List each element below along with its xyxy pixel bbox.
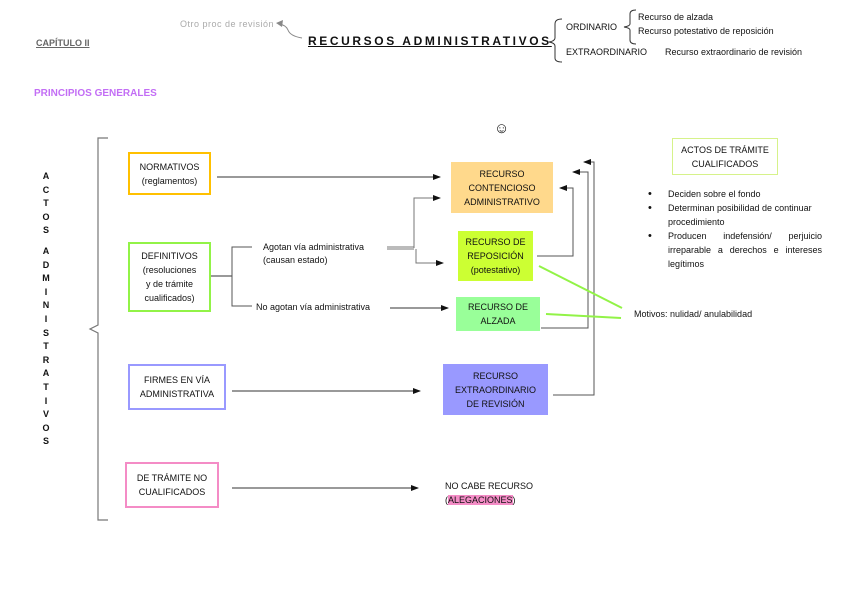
ordinario-item: Recurso potestativo de reposición xyxy=(638,26,774,36)
box-line: ADMINISTRATIVO xyxy=(464,196,540,207)
box-line: RECURSO xyxy=(479,168,525,179)
box-line: RECURSO DE xyxy=(467,302,528,312)
section-heading: PRINCIPIOS GENERALES xyxy=(34,88,157,99)
vertical-letter xyxy=(40,238,52,245)
box-line: CUALIFICADOS xyxy=(138,487,206,497)
vertical-letter: T xyxy=(43,341,49,352)
branch-line: (causan estado) xyxy=(263,255,328,265)
vertical-letter: V xyxy=(42,409,49,420)
box-line: y de trámite xyxy=(145,279,193,289)
vertical-letter: M xyxy=(42,273,50,284)
extraordinario-label: EXTRAORDINARIO xyxy=(566,47,648,57)
box-line: ACTOS DE TRÁMITE xyxy=(681,144,769,155)
vertical-letter: I xyxy=(44,395,48,406)
box-definitivos: DEFINITIVOS (resoluciones y de trámite cual… xyxy=(128,242,211,312)
box-normativos: NORMATIVOS (reglamentos) xyxy=(128,152,211,195)
vertical-letter: O xyxy=(42,422,50,433)
box-line: DEFINITIVOS xyxy=(141,251,198,261)
box-line: (resoluciones xyxy=(142,265,197,275)
no-cabe-line: NO CABE RECURSO xyxy=(445,481,534,491)
box-line: (reglamentos) xyxy=(141,175,198,186)
vertical-letter: A xyxy=(42,368,50,379)
extraordinario-item: Recurso extraordinario de revisión xyxy=(665,47,803,57)
paren: ( xyxy=(445,495,448,505)
no-cabe-recurso: NO CABE RECURSO (ALEGACIONES) xyxy=(445,479,533,507)
box-line: ADMINISTRATIVA xyxy=(139,389,215,399)
otro-proc-arrow xyxy=(278,23,303,39)
vertical-letter: C xyxy=(42,184,50,195)
box-line: DE TRÁMITE NO xyxy=(136,473,208,483)
vertical-letter: S xyxy=(42,225,49,236)
ordinario-label: ORDINARIO xyxy=(566,22,618,32)
vertical-letter: N xyxy=(42,300,50,311)
vertical-letter: I xyxy=(44,313,48,324)
vertical-letter: A xyxy=(42,245,50,256)
vertical-letter: T xyxy=(43,198,49,209)
box-line: CUALIFICADOS xyxy=(691,158,759,169)
otro-proc-note: Otro proc de revisión xyxy=(180,19,275,29)
ordinario-brace xyxy=(623,9,637,45)
vertical-letter: S xyxy=(42,327,49,338)
box-recurso-reposicion: RECURSO DE REPOSICIÓN (potestativo) xyxy=(458,231,533,281)
box-line: NORMATIVOS xyxy=(139,161,200,172)
vertical-letter: D xyxy=(42,259,50,270)
vertical-letter: O xyxy=(42,211,50,222)
paren: ) xyxy=(512,495,516,505)
vertical-letter: I xyxy=(44,286,48,297)
bullet-item: Deciden sobre el fondo xyxy=(646,187,822,201)
bullet-item: Producen indefensión/ perjuicio irrepara… xyxy=(646,229,822,271)
actos-brace xyxy=(88,137,108,521)
box-line: (potestativo) xyxy=(470,265,521,275)
cualificados-bullet-list: Deciden sobre el fondo Determinan posibi… xyxy=(646,187,822,271)
box-line: DE REVISIÓN xyxy=(466,398,525,409)
box-line: cualificados) xyxy=(144,293,195,303)
box-line: FIRMES EN VÍA xyxy=(143,375,210,385)
box-recurso-alzada: RECURSO DE ALZADA xyxy=(456,297,540,331)
box-tramite-no-cualificados: DE TRÁMITE NO CUALIFICADOS xyxy=(125,462,219,508)
branch-line: Agotan vía administrativa xyxy=(263,242,365,252)
box-recurso-contencioso: RECURSO CONTENCIOSO ADMINISTRATIVO xyxy=(451,162,553,213)
vertical-letter: A xyxy=(42,171,50,181)
page-title: RECURSOS ADMINISTRATIVOS xyxy=(308,34,552,48)
vertical-letter: R xyxy=(42,354,50,365)
box-line: REPOSICIÓN xyxy=(467,251,524,261)
box-firmes: FIRMES EN VÍA ADMINISTRATIVA xyxy=(128,364,226,410)
box-recurso-extraordinario: RECURSO EXTRAORDINARIO DE REVISIÓN xyxy=(443,364,548,415)
smiley-icon: ☺ xyxy=(494,120,510,137)
box-line: CONTENCIOSO xyxy=(468,182,536,193)
box-line: RECURSO xyxy=(472,370,518,381)
box-line: EXTRAORDINARIO xyxy=(454,384,536,395)
bullet-item: Determinan posibilidad de continuar proc… xyxy=(646,201,822,229)
ordinario-item: Recurso de alzada xyxy=(638,12,714,22)
motivos-label: Motivos: nulidad/ anulabilidad xyxy=(634,309,753,319)
branch-agotan: Agotan vía administrativa (causan estado… xyxy=(263,241,364,267)
vertical-letter: T xyxy=(43,381,49,392)
branch-no-agotan: No agotan vía administrativa xyxy=(256,302,371,312)
box-actos-tramite-cualificados: ACTOS DE TRÁMITE CUALIFICADOS xyxy=(672,138,778,175)
chapter-label: CAPÍTULO II xyxy=(36,38,90,48)
box-line: RECURSO DE xyxy=(465,237,526,247)
alegaciones-highlight: ALEGACIONES xyxy=(448,495,513,505)
box-line: ALZADA xyxy=(480,316,516,326)
vertical-letter: S xyxy=(42,436,49,447)
